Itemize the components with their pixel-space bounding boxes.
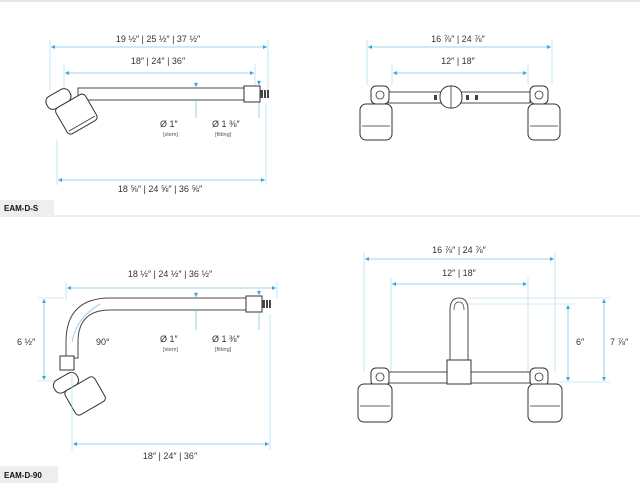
height-label-90: 6 ½″	[17, 337, 36, 347]
stem-diameter-label: Ø 1″	[160, 119, 179, 129]
front-inner-label-90: 12″ | 18″	[442, 268, 477, 278]
eam-d-s-front-view: 16 ⅞″ | 24 ⅞″ 12″ | 18″	[359, 34, 561, 141]
stem-note: [stem]	[163, 132, 178, 138]
joint-block	[59, 355, 75, 371]
camera-head-90	[52, 371, 106, 416]
end-fitting	[243, 85, 261, 103]
overall-length-label: 19 ½″ | 25 ½″ | 37 ½″	[116, 34, 201, 44]
section-label-eam-d-s: EAM-D-S	[4, 204, 39, 213]
camera-head	[45, 88, 98, 135]
bottom-length-label: 18 ⅝″ | 24 ⅝″ | 36 ⅝″	[118, 184, 203, 194]
front-inner-label: 12″ | 18″	[441, 56, 476, 66]
section-label-eam-d-90: EAM-D-90	[4, 471, 42, 480]
t-joint	[446, 359, 472, 385]
eam-d-90-side-view: 18 ½″ | 24 ½″ | 36 ½″ 6 ½″ 90° Ø 1″ [ste…	[17, 269, 278, 461]
fitting-diameter-label-90: Ø 1 ⅜″	[212, 334, 241, 344]
left-camera-head-90	[357, 367, 393, 423]
section-label-bg	[0, 200, 54, 216]
arm-length-label: 18″ | 24″ | 36″	[131, 56, 186, 66]
overall-length-label-90: 18 ½″ | 24 ½″ | 36 ½″	[128, 269, 213, 279]
stem-diameter-label-90: Ø 1″	[160, 334, 179, 344]
fitting-note-90: [fitting]	[215, 347, 232, 353]
fitting-note: [fitting]	[215, 132, 232, 138]
end-fitting-90	[245, 295, 263, 313]
right-camera-head	[527, 85, 561, 141]
left-camera-head	[359, 85, 393, 141]
height-outer-label-90: 7 ⅞″	[610, 337, 629, 347]
right-camera-head-90	[527, 367, 563, 423]
angle-label-90: 90°	[96, 337, 110, 347]
front-overall-label: 16 ⅞″ | 24 ⅞″	[431, 34, 486, 44]
eam-d-s-side-view: 19 ½″ | 25 ½″ | 37 ½″ 18″ | 24″ | 36″ Ø …	[45, 34, 269, 194]
front-overall-label-90: 16 ⅞″ | 24 ⅞″	[432, 245, 487, 255]
eam-d-90-front-view: 16 ⅞″ | 24 ⅞″ 12″ | 18″ 6″ 7 ⅞″	[357, 245, 629, 423]
vertical-stem	[449, 297, 469, 373]
fitting-diameter-label: Ø 1 ⅜″	[212, 119, 241, 129]
arm-pipe	[77, 87, 245, 101]
height-inner-label-90: 6″	[576, 337, 585, 347]
section-label-bg-90	[0, 466, 58, 483]
stem-note-90: [stem]	[163, 347, 178, 353]
bottom-length-label-90: 18″ | 24″ | 36″	[143, 451, 198, 461]
